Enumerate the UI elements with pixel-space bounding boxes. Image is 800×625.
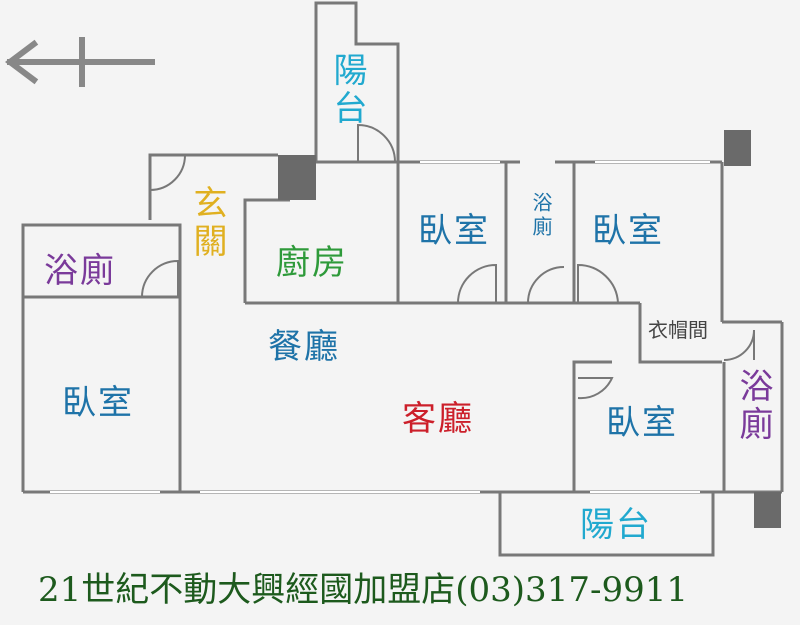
- foyer-label: 玄關: [187, 185, 227, 261]
- agency-contact-footer: 21世紀不動大興經國加盟店(03)317-9911: [38, 570, 688, 610]
- kitchen-label: 廚房: [276, 243, 348, 283]
- bedroom-top-right-label: 臥室: [592, 211, 664, 251]
- living-room-label: 客廳: [402, 399, 474, 439]
- balcony-bottom-label: 陽台: [580, 505, 652, 545]
- bath-right-label: 浴廁: [733, 368, 773, 444]
- west-arrow-icon: [5, 37, 155, 87]
- dining-label: 餐廳: [268, 327, 340, 367]
- walls: [21, 1, 784, 557]
- door-swings: [141, 123, 755, 400]
- windows: [50, 161, 710, 493]
- bedroom-top-middle-label: 臥室: [418, 211, 490, 251]
- bath-middle-label: 浴廁: [529, 192, 553, 240]
- bedroom-right-label: 臥室: [606, 403, 678, 443]
- closet-label: 衣帽間: [648, 318, 708, 342]
- bath-left-label: 浴廁: [44, 251, 116, 291]
- pillars: [278, 130, 781, 528]
- bedroom-left-label: 臥室: [62, 383, 134, 423]
- balcony-top-label: 陽台: [327, 52, 367, 128]
